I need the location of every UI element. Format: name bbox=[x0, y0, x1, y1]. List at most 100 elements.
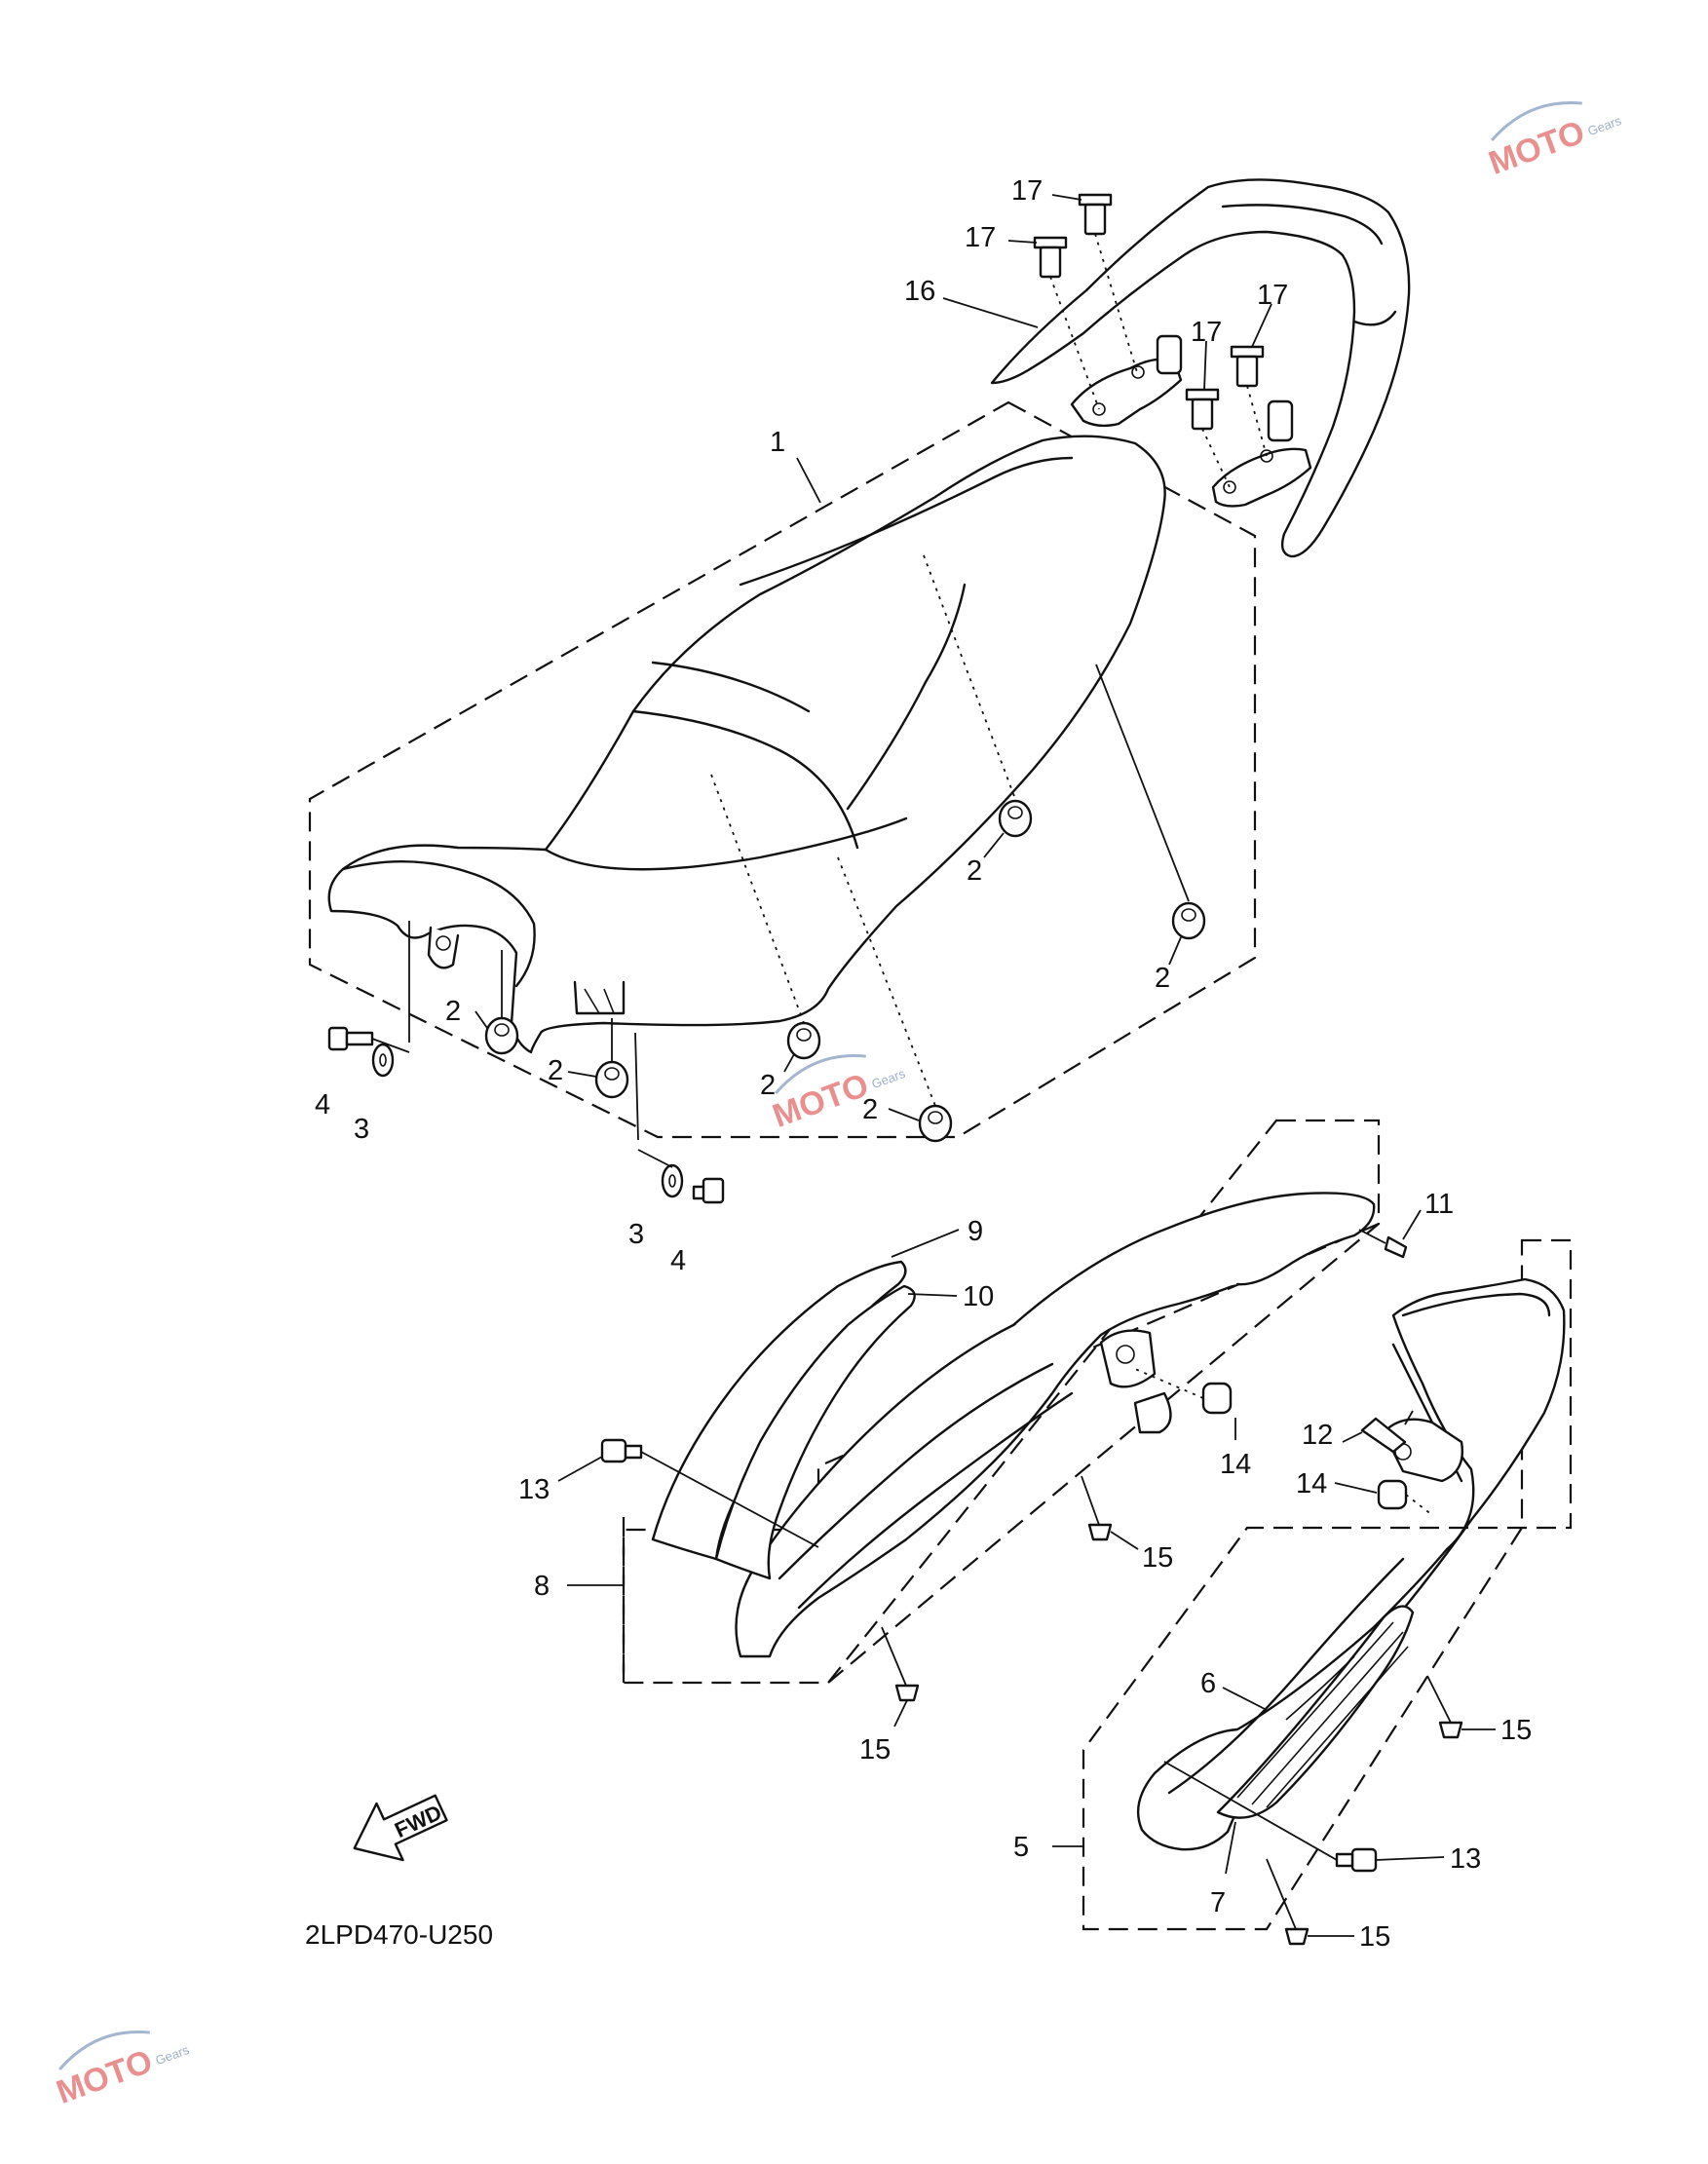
callout-2-d: 2 bbox=[548, 1055, 563, 1086]
damper-2-d bbox=[594, 1060, 629, 1099]
svg-text:Gears: Gears bbox=[154, 2042, 192, 2068]
leader-2a bbox=[983, 832, 1005, 858]
leader-2e bbox=[783, 1053, 795, 1073]
leader-11 bbox=[1402, 1209, 1422, 1240]
side-panel-10 bbox=[714, 1284, 916, 1580]
watermark-logo-top: MOTO Gears bbox=[1484, 100, 1624, 182]
seat-fix-line-c bbox=[837, 856, 936, 1107]
rivet-15-d bbox=[1266, 1858, 1309, 1946]
callout-14-b: 14 bbox=[1296, 1468, 1327, 1500]
leader-2f bbox=[888, 1108, 920, 1121]
callout-13-b: 13 bbox=[1450, 1843, 1481, 1875]
callout-16: 16 bbox=[904, 276, 935, 307]
svg-text:Gears: Gears bbox=[1586, 113, 1624, 138]
cover-group-outline-c bbox=[827, 1223, 1380, 1684]
callout-13-a: 13 bbox=[518, 1474, 550, 1505]
leader-17d bbox=[1203, 340, 1207, 391]
side-cover bbox=[1136, 1277, 1566, 1851]
callout-2-a: 2 bbox=[967, 855, 982, 887]
svg-text:MOTO: MOTO bbox=[1484, 114, 1589, 182]
callout-1: 1 bbox=[770, 427, 785, 458]
leader-9 bbox=[891, 1229, 960, 1258]
leader-12 bbox=[1342, 1431, 1363, 1443]
bolt-13-a bbox=[600, 1438, 819, 1548]
seat-group-outline bbox=[308, 400, 1257, 1139]
leader-2b bbox=[1168, 936, 1182, 966]
leader-7 bbox=[1225, 1821, 1236, 1875]
screw-12 bbox=[1360, 1410, 1414, 1454]
callout-2-c: 2 bbox=[445, 996, 461, 1027]
bolt-17-c bbox=[1230, 345, 1268, 457]
callout-11: 11 bbox=[1424, 1189, 1454, 1220]
leader-10 bbox=[907, 1293, 958, 1297]
callout-15-d: 15 bbox=[1359, 1921, 1390, 1953]
callout-4-b: 4 bbox=[670, 1245, 686, 1276]
seat-fix-line-h bbox=[634, 1032, 639, 1141]
svg-text:MOTO: MOTO bbox=[768, 1067, 873, 1135]
leader-2c bbox=[474, 1010, 488, 1029]
leader-16 bbox=[942, 297, 1039, 328]
callout-17-d: 17 bbox=[1191, 317, 1222, 348]
grommet-14-a bbox=[1134, 1368, 1233, 1415]
callout-6: 6 bbox=[1200, 1668, 1216, 1699]
callout-14-a: 14 bbox=[1220, 1449, 1251, 1480]
screw-11 bbox=[1358, 1229, 1408, 1259]
washer-3-b bbox=[661, 1163, 684, 1198]
rivet-15-a bbox=[1081, 1475, 1113, 1541]
damper-2-e bbox=[786, 1021, 821, 1060]
watermark-logo-bottom: MOTO Gears bbox=[52, 2030, 192, 2111]
leader-17c bbox=[1251, 303, 1272, 348]
leader-15a bbox=[1110, 1531, 1139, 1550]
callout-9: 9 bbox=[968, 1216, 983, 1247]
leader-13b bbox=[1375, 1856, 1445, 1861]
seat-fix-line-d bbox=[1095, 664, 1190, 902]
leader-17a bbox=[1051, 194, 1082, 201]
callout-3-b: 3 bbox=[628, 1219, 644, 1250]
callout-17-a: 17 bbox=[1011, 175, 1043, 207]
callout-2-b: 2 bbox=[1155, 963, 1170, 994]
leader-13a bbox=[557, 1456, 603, 1482]
side-cover-group-outline bbox=[1082, 1238, 1573, 1931]
damper-2-a bbox=[998, 799, 1033, 838]
leader-6 bbox=[1222, 1687, 1268, 1711]
bolt-17-b bbox=[1033, 236, 1100, 410]
svg-text:MOTO: MOTO bbox=[52, 2043, 157, 2111]
fwd-arrow-icon: FWD bbox=[353, 1794, 448, 1862]
callout-15-b: 15 bbox=[859, 1734, 891, 1765]
seat bbox=[327, 435, 1166, 1054]
rivet-15-c bbox=[1426, 1675, 1463, 1739]
callout-5: 5 bbox=[1013, 1832, 1029, 1863]
bolt-4-b bbox=[637, 1149, 725, 1204]
callout-4-a: 4 bbox=[315, 1089, 330, 1120]
diagram-code: 2LPD470-U250 bbox=[305, 1919, 493, 1950]
svg-text:Gears: Gears bbox=[870, 1066, 908, 1091]
seat-fix-line-b bbox=[710, 774, 805, 1024]
callout-2-f: 2 bbox=[862, 1094, 878, 1125]
leader-2d bbox=[567, 1071, 597, 1078]
callout-8: 8 bbox=[534, 1571, 550, 1602]
leader-15b bbox=[893, 1699, 908, 1727]
callout-3-a: 3 bbox=[354, 1114, 369, 1145]
callout-17-c: 17 bbox=[1257, 280, 1288, 311]
callout-7: 7 bbox=[1210, 1887, 1226, 1918]
callout-15-a: 15 bbox=[1142, 1542, 1173, 1574]
leader-14b bbox=[1334, 1482, 1378, 1494]
damper-2-b bbox=[1171, 901, 1206, 940]
damper-2-c bbox=[484, 1016, 519, 1055]
damper-2-f bbox=[918, 1104, 953, 1143]
grab-bar bbox=[990, 178, 1411, 558]
washer-3-a bbox=[371, 1043, 395, 1078]
watermark-logo-mid: MOTO Gears bbox=[768, 1053, 908, 1135]
bolt-4-a bbox=[327, 1026, 410, 1053]
grommet-14-b bbox=[1377, 1479, 1433, 1516]
callout-12: 12 bbox=[1302, 1420, 1333, 1451]
bolt-17-a bbox=[1078, 193, 1138, 373]
leader-1 bbox=[796, 457, 821, 504]
callout-2-e: 2 bbox=[760, 1070, 776, 1101]
rear-cover bbox=[735, 1192, 1376, 1658]
callout-10: 10 bbox=[963, 1281, 994, 1312]
leader-17b bbox=[1007, 240, 1038, 244]
callout-17-b: 17 bbox=[965, 222, 996, 253]
callout-15-c: 15 bbox=[1500, 1715, 1532, 1746]
